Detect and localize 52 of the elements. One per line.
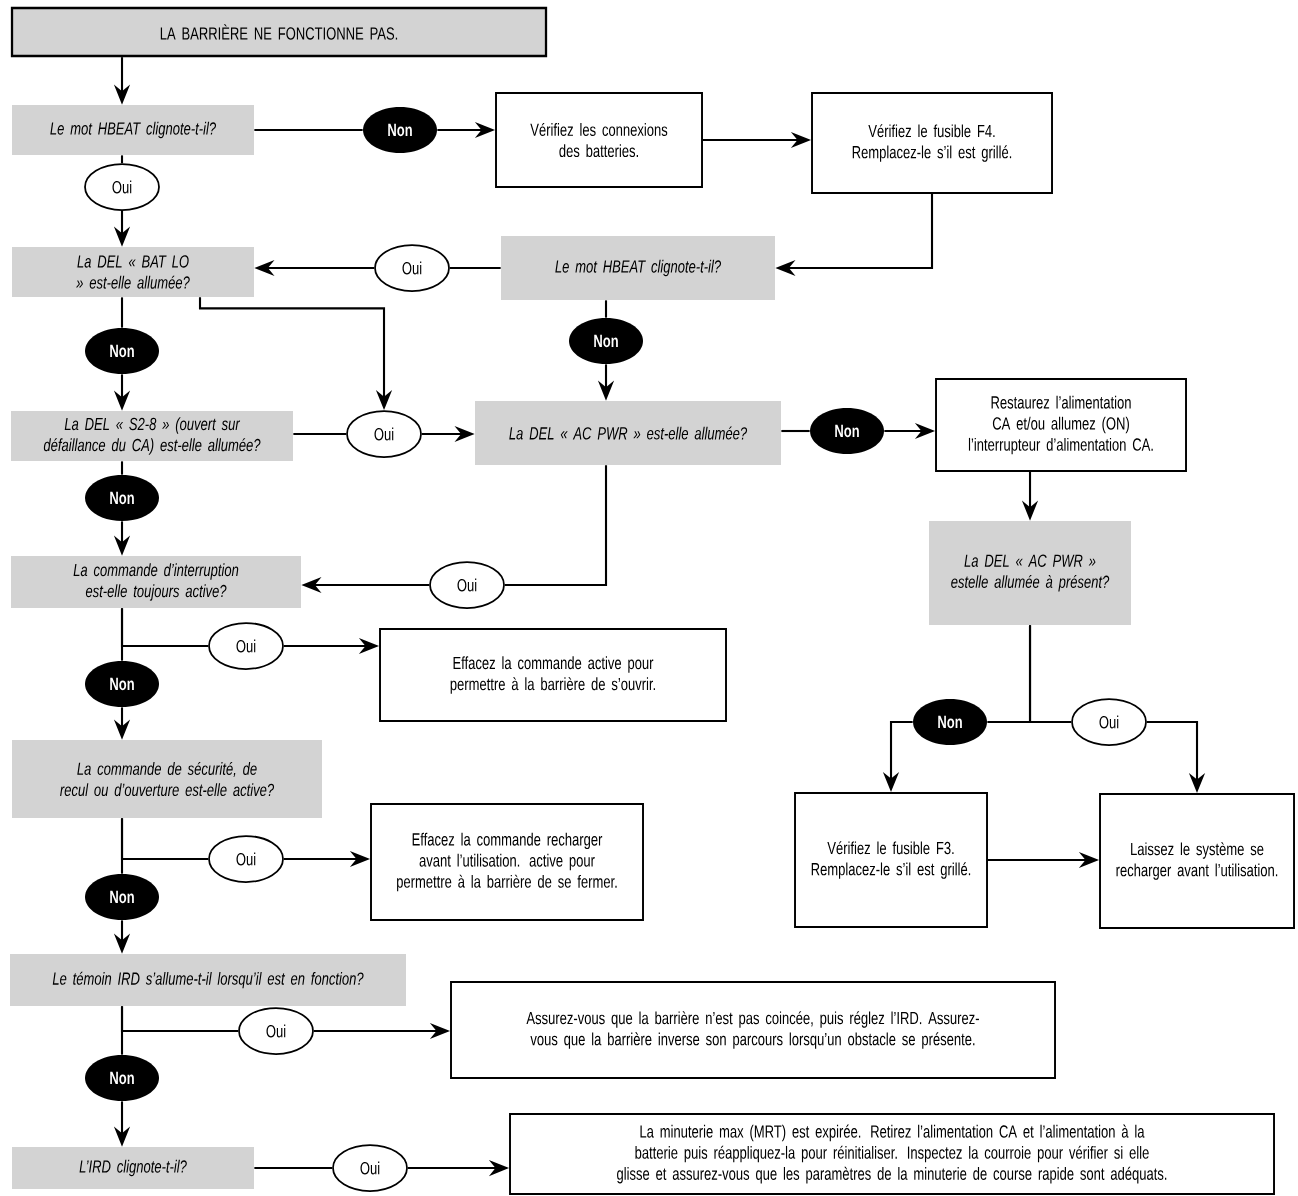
action-box: La minuterie max (MRT) est expirée. Retirez l’alimentation CA et l’alimentation à la batterie puis réappliquez-la pour réinitialiser. Inspectez la courroie pour vérifier si elle glisse et assurez-vous que les paramètres de la minuterie de course rapide sont adéquats. bbox=[509, 1113, 1275, 1195]
yes-oval: Oui bbox=[1071, 698, 1147, 746]
question-box: La DEL « AC PWR » est-elle allumée? bbox=[475, 401, 781, 465]
no-oval: Non bbox=[363, 107, 437, 153]
connector-line bbox=[120, 608, 124, 661]
question-box: Le mot HBEAT clignote-t-il? bbox=[501, 236, 775, 300]
question-box: La commande d’interruption est-elle toujours active? bbox=[11, 556, 301, 608]
connector-line bbox=[120, 155, 124, 164]
action-box: Effacez la commande active pour permettre à la barrière de s’ouvrir. bbox=[379, 628, 727, 722]
action-box: Laissez le système se recharger avant l’utilisation. bbox=[1099, 793, 1295, 929]
question-box: Le mot HBEAT clignote-t-il? bbox=[12, 105, 254, 155]
no-oval: Non bbox=[85, 475, 159, 521]
question-box: Le témoin IRD s’allume-t-il lorsqu’il est en fonction? bbox=[10, 954, 406, 1006]
yes-oval: Oui bbox=[332, 1144, 408, 1192]
action-box: Assurez-vous que la barrière n’est pas coincée, puis réglez l’IRD. Assurez-vous que la barrière inverse son parcours lorsqu’un obstacle se présente. bbox=[450, 981, 1056, 1079]
connector-line bbox=[504, 465, 608, 587]
yes-oval: Oui bbox=[238, 1007, 314, 1055]
connector-line bbox=[604, 300, 608, 318]
connector-line bbox=[293, 432, 347, 436]
no-oval: Non bbox=[810, 408, 884, 454]
no-oval: Non bbox=[85, 1055, 159, 1101]
no-oval: Non bbox=[85, 328, 159, 374]
question-box: La commande de sécurité, de recul ou d’ouverture est-elle active? bbox=[12, 740, 322, 818]
action-box: Vérifiez le fusible F4. Remplacez-le s’il est grillé. bbox=[811, 92, 1053, 194]
question-box: L’IRD clignote-t-il? bbox=[12, 1147, 254, 1189]
no-oval: Non bbox=[85, 874, 159, 920]
yes-oval: Oui bbox=[346, 410, 422, 458]
no-oval: Non bbox=[85, 661, 159, 707]
question-box: La DEL « BAT LO » est-elle allumée? bbox=[12, 247, 254, 297]
yes-oval: Oui bbox=[84, 163, 160, 211]
connector-line bbox=[120, 1006, 124, 1055]
connector-line bbox=[120, 461, 124, 475]
question-box: La DEL « AC PWR » estelle allumée à présent? bbox=[929, 521, 1131, 625]
action-box: Vérifiez le fusible F3. Remplacez-le s’il est grillé. bbox=[794, 792, 988, 928]
yes-oval: Oui bbox=[208, 622, 284, 670]
title-box: LA BARRIÈRE NE FONCTIONNE PAS. bbox=[10, 6, 548, 58]
connector-line bbox=[1028, 625, 1072, 724]
connector-line bbox=[120, 297, 124, 328]
yes-oval: Oui bbox=[429, 561, 505, 609]
no-oval: Non bbox=[569, 318, 643, 364]
question-box: La DEL « S2-8 » (ouvert sur défaillance du CA) est-elle allumée? bbox=[11, 411, 293, 461]
action-box: Effacez la commande recharger avant l’utilisation. active pour permettre à la barrière de se fermer. bbox=[370, 803, 644, 921]
yes-oval: Oui bbox=[208, 835, 284, 883]
action-box: Restaurez l’alimentation CA et/ou allumez (ON) l’interrupteur d’alimentation CA. bbox=[935, 378, 1187, 472]
connector-line bbox=[120, 818, 124, 874]
connector-line bbox=[781, 429, 810, 433]
yes-oval: Oui bbox=[374, 244, 450, 292]
connector-line bbox=[254, 128, 363, 132]
no-oval: Non bbox=[913, 699, 987, 745]
action-box: Vérifiez les connexions des batteries. bbox=[495, 92, 703, 188]
connector-line bbox=[449, 266, 501, 270]
connector-line bbox=[254, 1166, 333, 1170]
